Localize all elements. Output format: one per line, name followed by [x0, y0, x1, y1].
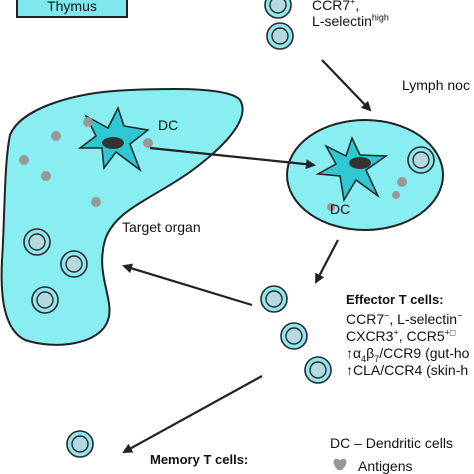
t-cell [60, 250, 88, 278]
arrow-naive-to-lymph-node [321, 59, 372, 112]
up-arrow-icon: ↑ [346, 345, 353, 361]
target-organ-label: Target organ [122, 219, 201, 235]
effector-title: Effector T cells: [346, 292, 444, 307]
t-cell [407, 146, 435, 174]
lymph-node-dc-nucleus [349, 157, 371, 169]
lselectin-text: L-selectin [312, 13, 372, 29]
arrow-dc-migration [149, 146, 316, 170]
effector-box-glyph: □ [449, 327, 456, 338]
antigen [327, 203, 335, 211]
effector-line-1: CCR7−, L-selectin− [346, 310, 463, 327]
effector-lselectin: , L-selectin [389, 311, 458, 327]
effector-ccr7: CCR7 [346, 311, 385, 327]
t-cell [266, 22, 294, 50]
effector-ccr5-sup: + [444, 327, 450, 338]
beta-symbol: β [366, 345, 375, 361]
effector-ccr5: , CCR5 [398, 328, 445, 344]
antigen [91, 197, 101, 207]
t-cell [66, 430, 94, 458]
lymph-node-label: Lymph noc [402, 77, 470, 93]
legend-antigens: Antigens [358, 458, 413, 474]
antigen [83, 117, 93, 127]
t-cell [260, 285, 288, 313]
lymph-node-dendritic-cell [315, 135, 389, 203]
arrow-effector-to-target-organ [122, 263, 253, 307]
t-cell [280, 322, 308, 350]
lselectin-sup: high [371, 12, 389, 23]
naive-marker-ccr7: CCR7+, [312, 0, 359, 13]
effector-line-4: ↑CLA/CCR4 (skin-h [346, 362, 469, 378]
beta-sub: 7 [374, 353, 380, 364]
legend-dc: DC – Dendritic cells [330, 435, 453, 451]
t-cell [304, 356, 332, 384]
effector-ccr7-sup: − [384, 310, 390, 321]
alpha-sub: 4 [361, 353, 367, 364]
target-organ-shape [0, 88, 244, 346]
effector-line-3: ↑α4β7/CCR9 (gut-ho [346, 345, 470, 364]
ccr7-sup: + [350, 0, 356, 7]
effector-cxcr3-sup: + [393, 327, 399, 338]
thymus-box: Thymus [16, 0, 128, 18]
target-organ-dc-label: DC [158, 117, 179, 133]
t-cell [23, 228, 51, 256]
antigen [51, 131, 61, 141]
t-cell [264, 0, 292, 19]
thymus-label: Thymus [47, 0, 97, 14]
memory-title: Memory T cells: [150, 452, 249, 467]
antigen [397, 177, 407, 187]
effector-line-2: CXCR3+, CCR5+□ [346, 327, 456, 344]
effector-cxcr3: CXCR3 [346, 328, 394, 344]
antigen [41, 171, 51, 181]
t-cell [31, 286, 59, 314]
target-organ-dc-nucleus [102, 137, 124, 149]
antigen [392, 191, 400, 199]
ccr7-text: CCR7 [312, 0, 351, 13]
naive-marker-lselectin: L-selectinhigh [312, 12, 389, 29]
alpha-symbol: α [353, 345, 362, 361]
arrow-lymph-node-to-effector [315, 239, 339, 284]
antigen [143, 138, 153, 148]
effector-lselectin-sup: − [457, 310, 463, 321]
antigen [19, 155, 29, 165]
comma: , [355, 0, 360, 13]
arrow-to-memory-cells [122, 375, 263, 453]
legend-antigen-symbol [333, 458, 347, 470]
lymph-node-dc-label: DC [330, 201, 351, 217]
effector-ccr9-text: /CCR9 (gut-ho [379, 345, 470, 361]
